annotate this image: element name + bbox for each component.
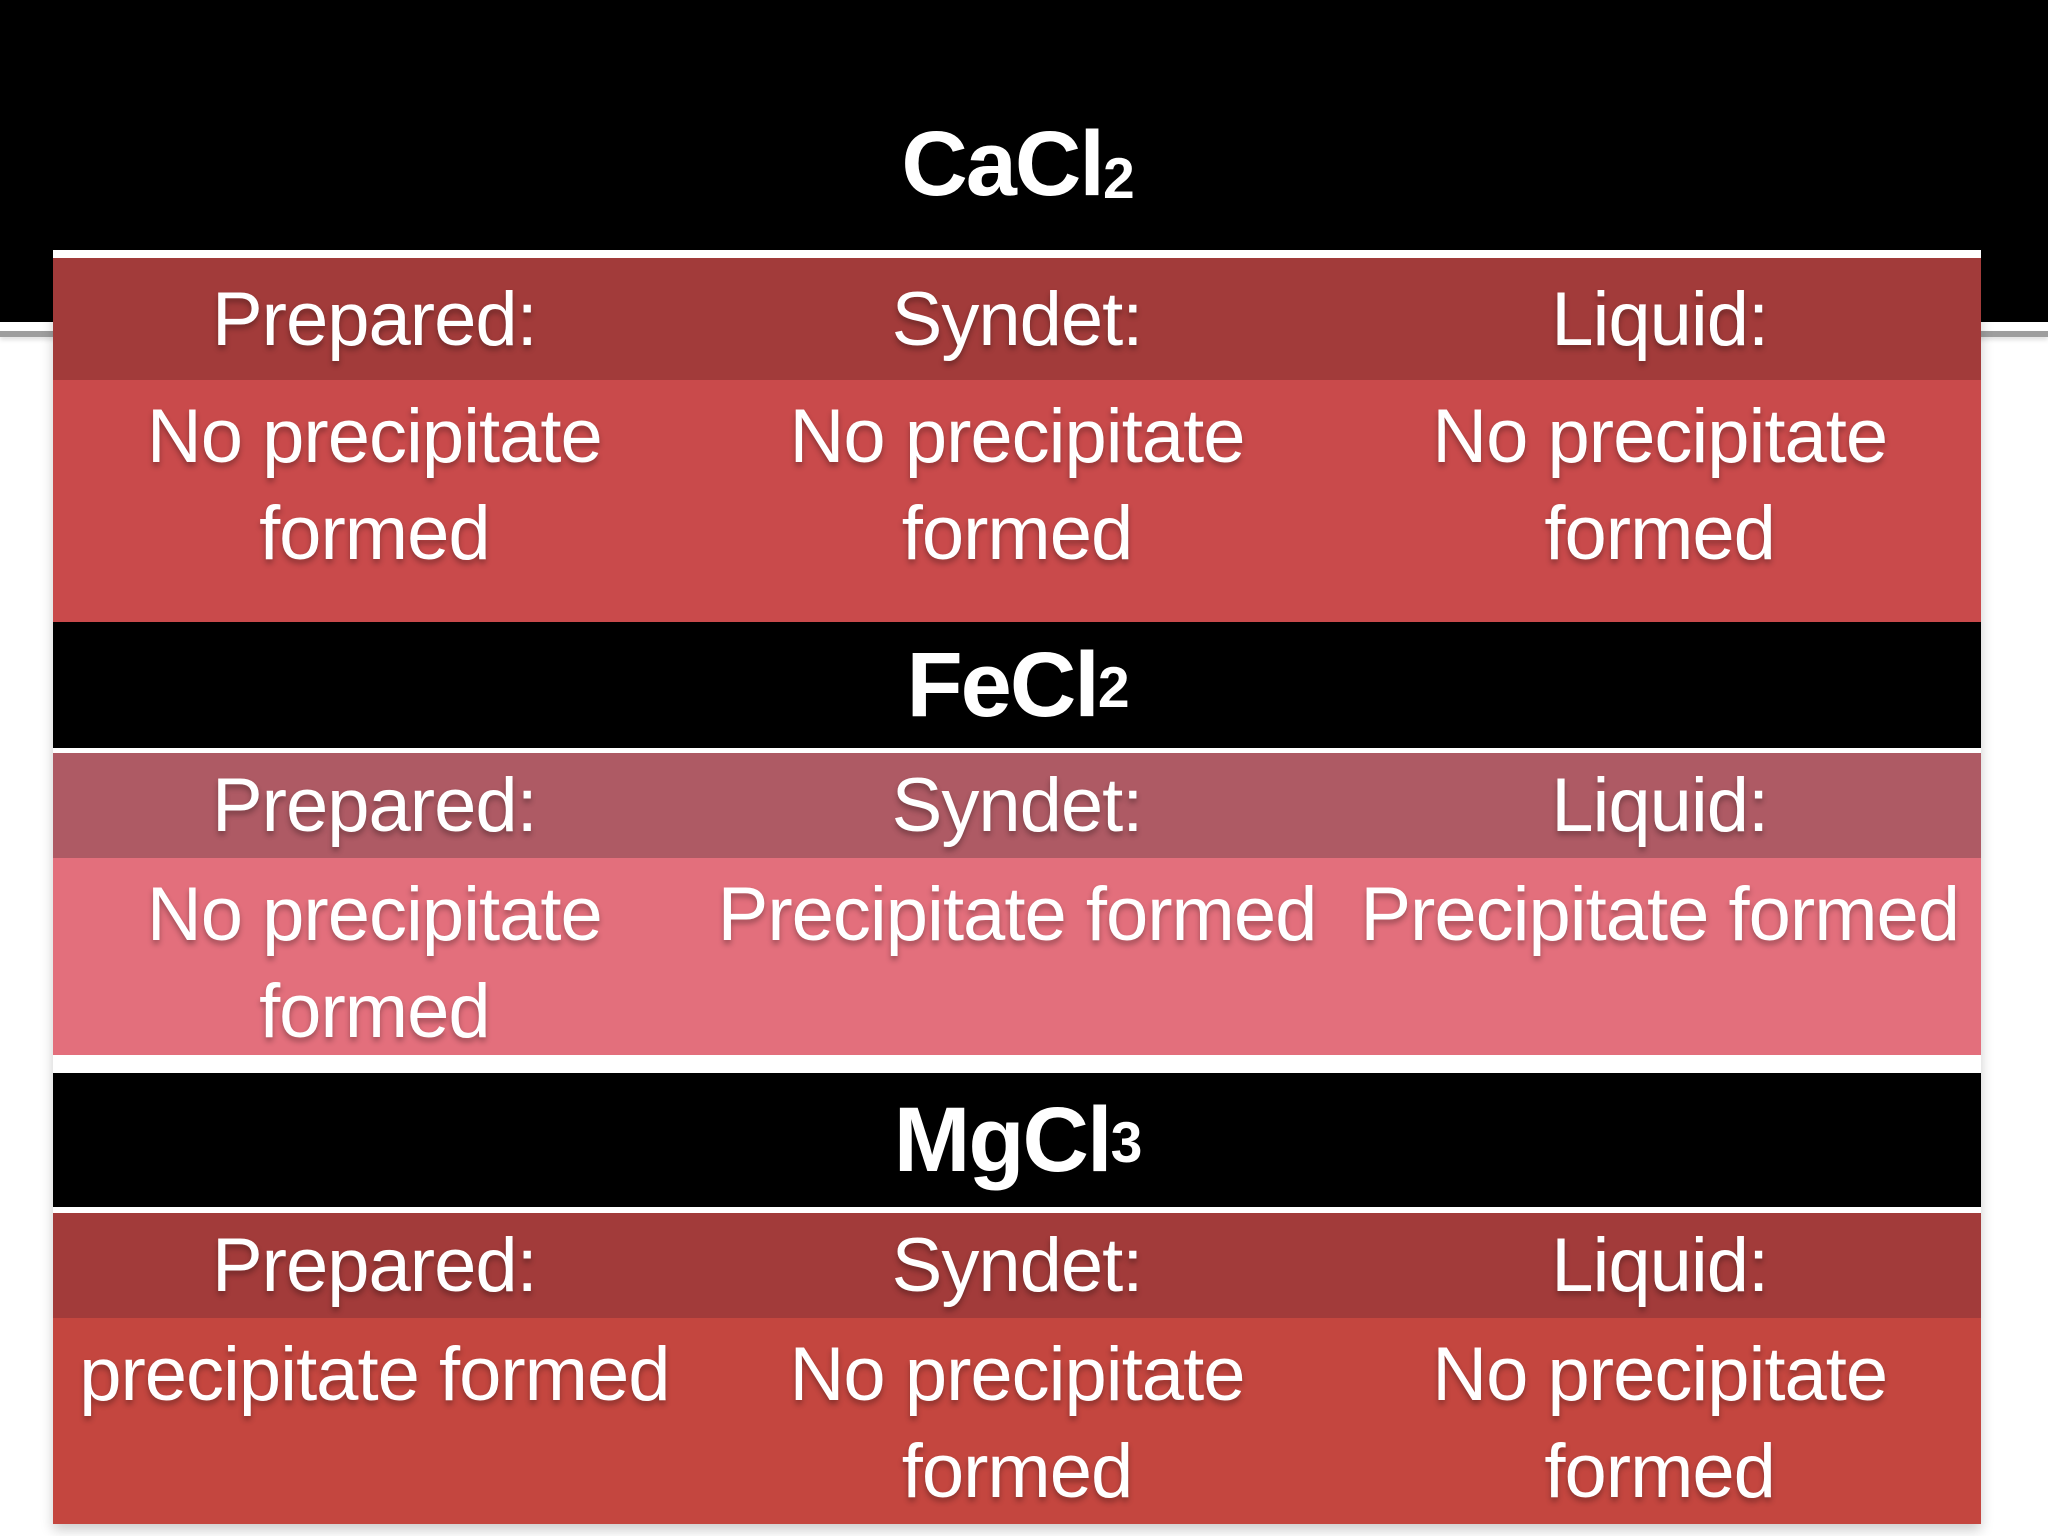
mgcl3-divider-line	[53, 1207, 1981, 1213]
fecl2-divider-line	[53, 748, 1981, 753]
cacl2-header-syndet: Syndet:	[891, 276, 1144, 362]
cacl2-result-liquid: No precipitate formed	[1432, 394, 1888, 576]
mgcl3-header-row: Prepared: Syndet: Liquid:	[53, 1213, 1981, 1318]
fecl2-header-syndet: Syndet:	[891, 763, 1144, 848]
fecl2-title-subscript: 2	[1097, 656, 1130, 721]
fecl2-result-liquid: Precipitate formed	[1360, 872, 1960, 957]
mgcl3-result-syndet: No precipitate formed	[789, 1332, 1246, 1514]
mgcl3-header-syndet: Syndet:	[891, 1223, 1144, 1308]
cacl2-header-prepared: Prepared:	[211, 276, 538, 362]
section-gap	[53, 1055, 1981, 1073]
mgcl3-result-liquid: No precipitate formed	[1432, 1332, 1888, 1514]
slide-title-subscript: 2	[1102, 147, 1135, 212]
fecl2-header-row: Prepared: Syndet: Liquid:	[53, 753, 1981, 858]
fecl2-header-prepared: Prepared:	[211, 763, 538, 848]
mgcl3-title-subscript: 3	[1110, 1111, 1143, 1176]
cacl2-header-row: Prepared: Syndet: Liquid:	[53, 258, 1981, 380]
cacl2-header-liquid: Liquid:	[1551, 276, 1769, 362]
fecl2-result-syndet: Precipitate formed	[717, 872, 1318, 957]
mgcl3-header-liquid: Liquid:	[1551, 1223, 1769, 1308]
fecl2-title-text: FeCl	[906, 633, 1099, 736]
cacl2-result-syndet: No precipitate formed	[789, 394, 1246, 576]
slide-title-text: CaCl	[901, 113, 1105, 215]
cacl2-data-row: No precipitate formed No precipitate for…	[53, 380, 1981, 622]
table-top-border	[53, 250, 1981, 258]
mgcl3-title-text: MgCl	[893, 1088, 1113, 1191]
results-table: Prepared: Syndet: Liquid: No precipitate…	[53, 250, 1981, 1524]
mgcl3-result-prepared: precipitate formed	[79, 1332, 670, 1417]
mgcl3-header-prepared: Prepared:	[211, 1223, 538, 1308]
slide-title-cacl2: CaCl2	[53, 118, 1981, 210]
fecl2-header-liquid: Liquid:	[1551, 763, 1769, 848]
fecl2-result-prepared: No precipitate formed	[146, 872, 603, 1054]
fecl2-data-row: No precipitate formed Precipitate formed…	[53, 858, 1981, 1055]
mgcl3-data-row: precipitate formed No precipitate formed…	[53, 1318, 1981, 1524]
cacl2-result-prepared: No precipitate formed	[146, 394, 603, 576]
